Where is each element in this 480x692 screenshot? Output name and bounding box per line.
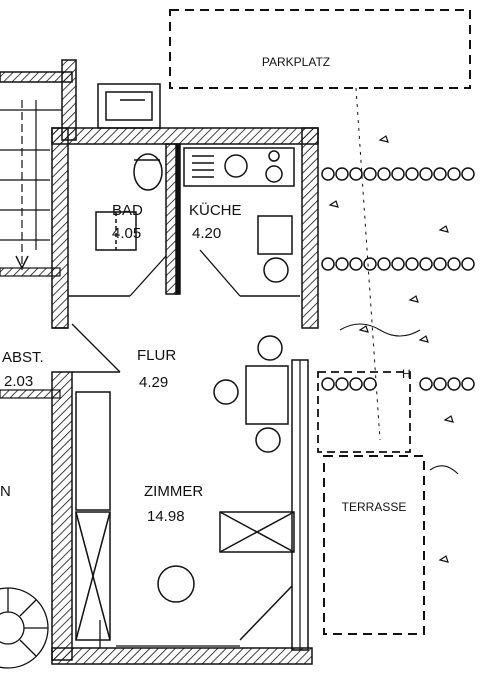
bath-area: 4.05 xyxy=(112,225,141,242)
kitchen-name: KÜCHE xyxy=(189,201,242,219)
bath-fixtures xyxy=(95,153,163,251)
kitchen-area: 4.20 xyxy=(192,225,221,242)
room-furniture xyxy=(75,365,295,647)
hall-name: FLUR xyxy=(137,347,176,364)
terrace-label: TERRASSE xyxy=(342,500,407,514)
edge-letter: N xyxy=(0,483,11,500)
room-name: ZIMMER xyxy=(144,483,203,500)
top-window xyxy=(97,83,161,129)
storage-name: ABST. xyxy=(2,349,44,366)
bath-name: BAD xyxy=(112,202,143,219)
corner-mark: H xyxy=(402,367,411,381)
inner-walls xyxy=(52,143,300,373)
room-area: 14.98 xyxy=(147,508,185,525)
hedge-row-3 xyxy=(321,377,475,391)
terrace-upper-outline xyxy=(317,371,411,453)
hedge-row-2 xyxy=(321,257,475,271)
spiral-stair xyxy=(0,587,49,669)
parking-label: PARKPLATZ xyxy=(262,55,330,69)
kitchen-fixtures xyxy=(183,147,295,361)
outdoor-hedges xyxy=(321,87,475,563)
hall-area: 4.29 xyxy=(139,374,168,391)
storage-area: 2.03 xyxy=(4,373,33,390)
terrace-outline xyxy=(323,455,425,635)
parking-outline xyxy=(169,9,471,89)
door-swings xyxy=(71,249,241,648)
outer-walls xyxy=(51,127,319,665)
hedge-row-1 xyxy=(321,167,475,181)
